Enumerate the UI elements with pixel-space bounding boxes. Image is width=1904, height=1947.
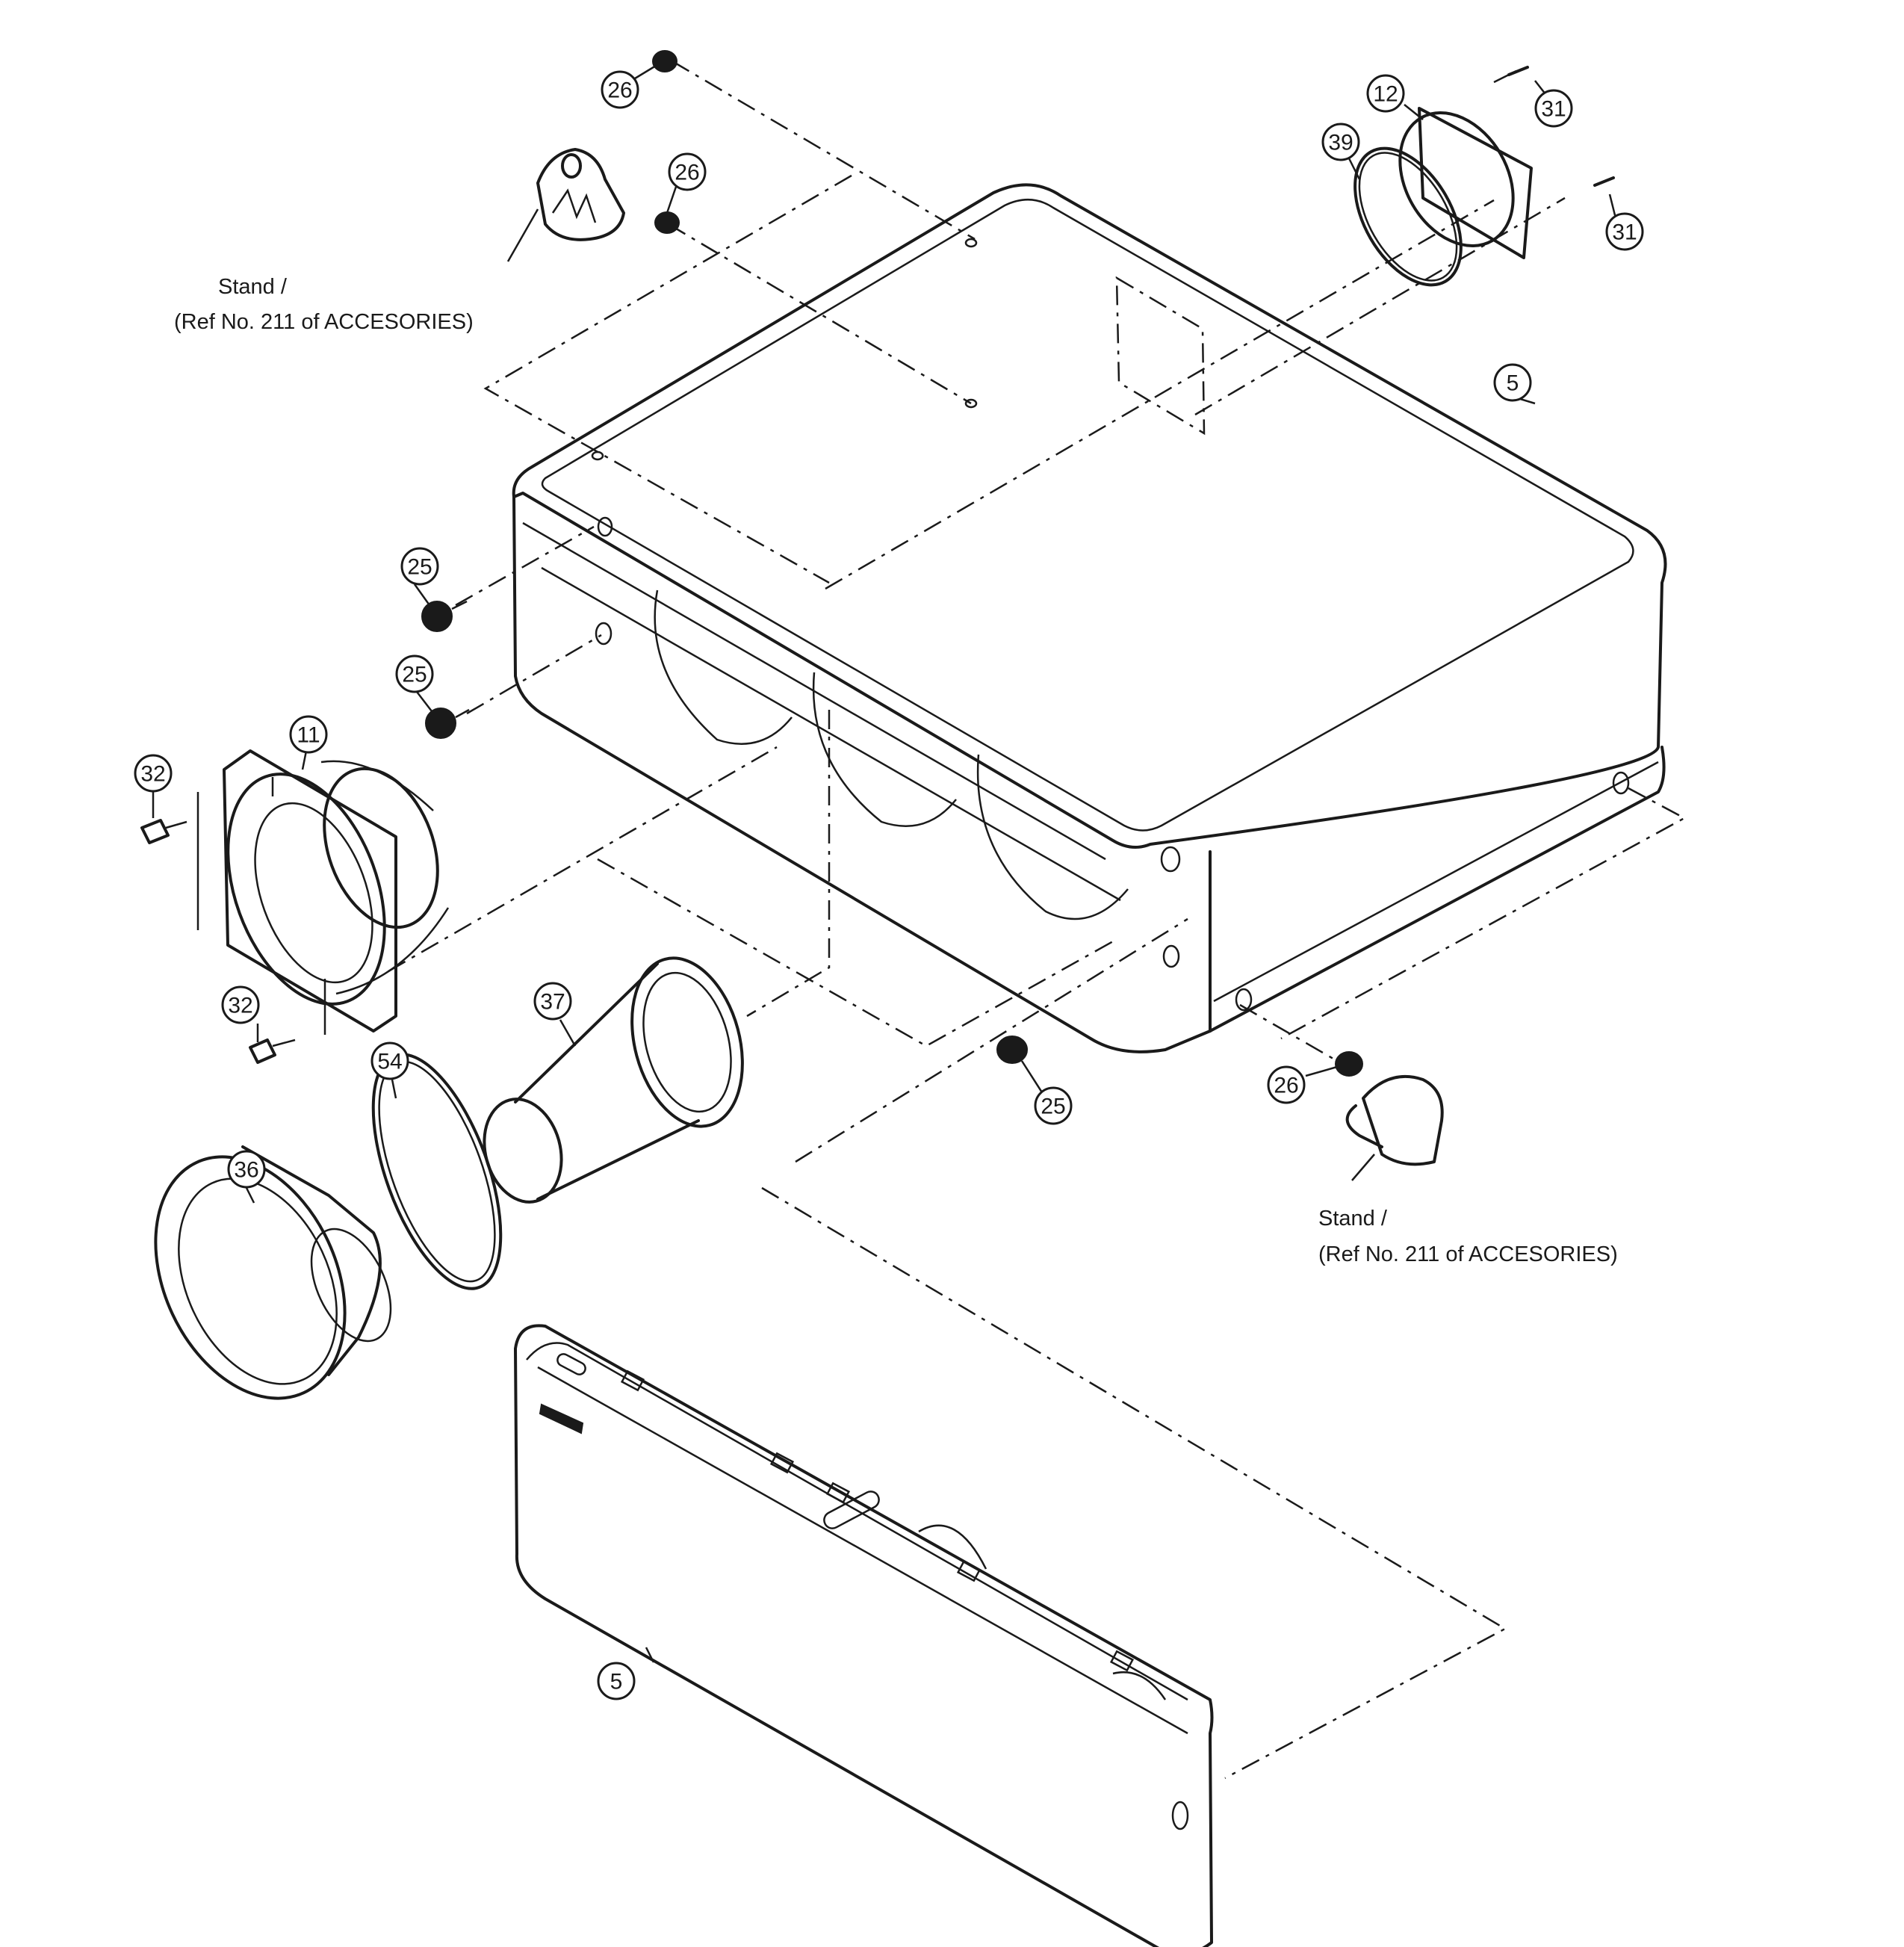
callout-11: 11	[289, 715, 328, 754]
svg-text:5: 5	[610, 1670, 623, 1694]
svg-text:26: 26	[675, 161, 699, 185]
stand-note-bottom-line1: Stand /	[1318, 1207, 1388, 1231]
stand-note-bottom-line2: (Ref No. 211 of ACCESORIES)	[1318, 1242, 1618, 1266]
callout-26-mid: 26	[668, 152, 707, 191]
callout-25-c: 25	[1034, 1086, 1073, 1125]
foot-25-a-icon	[421, 601, 453, 632]
foot-25-c-icon	[996, 1036, 1028, 1064]
stand-note-top-line2: (Ref No. 211 of ACCESORIES)	[174, 310, 474, 334]
screws-32	[140, 819, 296, 1064]
callout-32-bot: 32	[221, 985, 260, 1024]
stand-bottom	[1345, 1074, 1444, 1181]
callout-26-bot: 26	[1267, 1065, 1306, 1104]
svg-text:32: 32	[228, 994, 252, 1018]
svg-text:5: 5	[1507, 371, 1519, 396]
foot-25-b-icon	[425, 708, 456, 739]
svg-text:31: 31	[1612, 220, 1637, 245]
foot-26-top-icon	[652, 50, 677, 72]
duct-37	[483, 956, 744, 1204]
callout-31-top: 31	[1534, 89, 1573, 128]
svg-text:39: 39	[1328, 131, 1353, 155]
callout-26-top: 26	[601, 70, 639, 109]
svg-text:25: 25	[402, 663, 427, 687]
svg-text:12: 12	[1373, 82, 1398, 107]
callout-31-bot: 31	[1605, 212, 1644, 251]
woofer-11	[196, 749, 450, 1035]
stand-note-top: Stand / (Ref No. 211 of ACCESORIES)	[174, 275, 474, 334]
svg-text:36: 36	[234, 1158, 258, 1183]
cabinet-main	[512, 183, 1667, 1053]
ring-54	[371, 1053, 503, 1290]
callout-54: 54	[370, 1041, 409, 1080]
svg-text:32: 32	[140, 762, 165, 787]
svg-text:26: 26	[1274, 1074, 1298, 1098]
svg-text:25: 25	[1041, 1095, 1065, 1119]
callout-25-b: 25	[395, 654, 434, 693]
assembly-lines	[271, 60, 1687, 1780]
callout-39: 39	[1321, 123, 1360, 161]
svg-text:54: 54	[377, 1050, 402, 1074]
callout-36: 36	[227, 1150, 266, 1189]
feet-parts	[421, 50, 1363, 1077]
callout-5-top: 5	[1493, 363, 1532, 402]
foot-26-bot-icon	[1335, 1051, 1363, 1077]
front-grille	[514, 1324, 1214, 1947]
horn-36	[154, 1145, 392, 1400]
stand-note-top-line1: Stand /	[218, 275, 288, 299]
stand-note-bottom: Stand / (Ref No. 211 of ACCESORIES)	[1318, 1207, 1618, 1266]
svg-text:11: 11	[297, 723, 320, 748]
callout-5-bot: 5	[597, 1662, 636, 1700]
callout-37: 37	[533, 982, 572, 1021]
callout-32-top: 32	[134, 754, 173, 793]
svg-text:26: 26	[607, 78, 632, 103]
svg-text:31: 31	[1541, 97, 1566, 122]
stand-top	[506, 148, 625, 262]
callouts: 26 26 12 31 39 31 5 25 25 11 32 37 32 54…	[134, 70, 1644, 1700]
callout-12: 12	[1366, 74, 1405, 113]
svg-text:25: 25	[407, 555, 432, 580]
callout-25-a: 25	[400, 547, 439, 586]
foot-26-mid-icon	[654, 211, 680, 234]
svg-text:37: 37	[540, 990, 565, 1015]
